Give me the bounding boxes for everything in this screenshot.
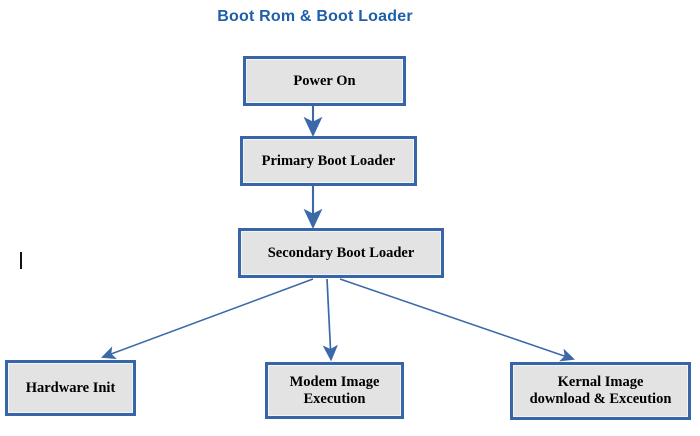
node-power-on-label: Power On	[293, 72, 356, 89]
node-primary-boot-loader-label: Primary Boot Loader	[261, 152, 396, 169]
node-secondary-boot-loader-label: Secondary Boot Loader	[267, 244, 415, 261]
node-hardware-init-label: Hardware Init	[25, 379, 116, 396]
node-power-on[interactable]: Power On	[243, 56, 406, 106]
edge-secondary-bl-to-modem-image	[322, 278, 338, 362]
edge-secondary-bl-to-kernal-image	[339, 278, 575, 362]
text-caret-artifact	[20, 252, 22, 269]
node-primary-boot-loader[interactable]: Primary Boot Loader	[240, 136, 417, 186]
page-title: Boot Rom & Boot Loader	[217, 8, 413, 25]
node-hardware-init[interactable]: Hardware Init	[5, 360, 136, 416]
node-kernal-image-download-execution[interactable]: Kernal Image download & Exceution	[510, 362, 691, 420]
node-secondary-boot-loader[interactable]: Secondary Boot Loader	[238, 228, 444, 278]
node-kernal-image-download-execution-label: Kernal Image download & Exceution	[529, 374, 672, 407]
node-modem-image-execution-label: Modem Image Execution	[289, 373, 380, 407]
edge-secondary-bl-to-hardware-init	[101, 278, 314, 360]
node-modem-image-execution[interactable]: Modem Image Execution	[265, 362, 404, 419]
